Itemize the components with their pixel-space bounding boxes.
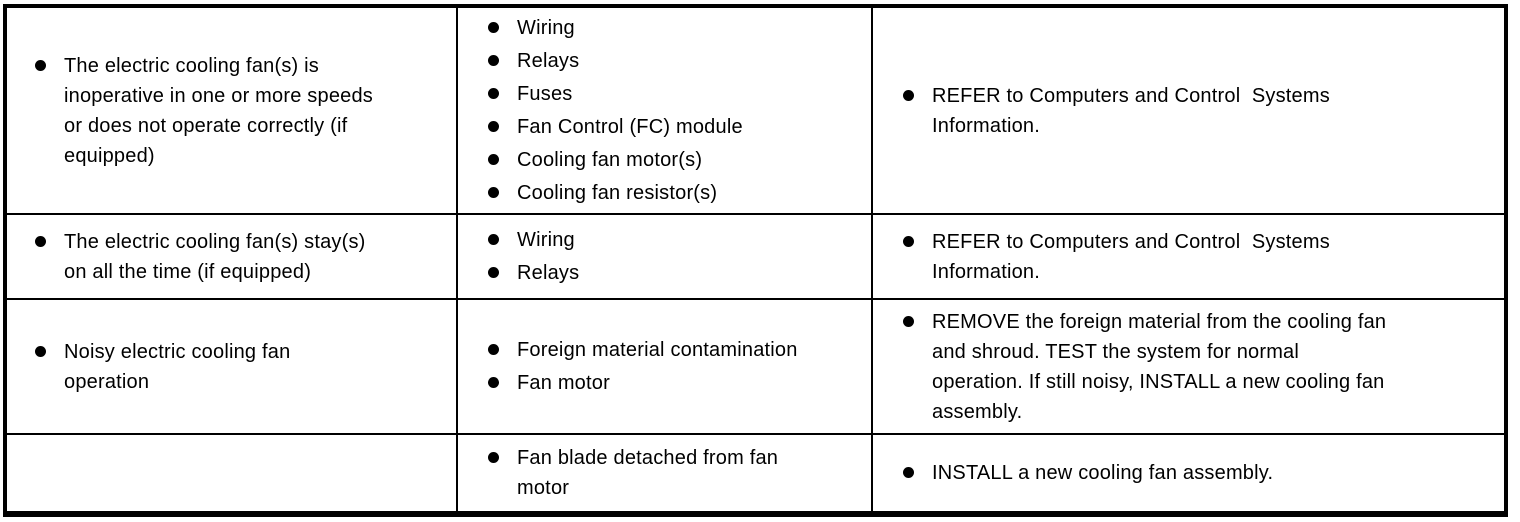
- source-text: Fuses: [517, 83, 573, 105]
- source-text: Wiring: [517, 229, 575, 251]
- bullet-icon: [488, 22, 499, 33]
- action-text: REFER to Computers and Control Systems I…: [932, 230, 1330, 283]
- condition-text: The electric cooling fan(s) is inoperati…: [64, 54, 374, 167]
- source-text: Fan motor: [517, 372, 610, 394]
- action-text: REMOVE the foreign material from the coo…: [932, 310, 1387, 423]
- cell-sources-row4: Fan blade detached from fan motor: [458, 435, 873, 511]
- bullet-icon: [488, 377, 499, 388]
- source-item: Fuses: [488, 79, 867, 109]
- diagnostic-table: The electric cooling fan(s) is inoperati…: [3, 4, 1508, 517]
- bullet-icon: [488, 452, 499, 463]
- action-item: REFER to Computers and Control Systems I…: [903, 81, 1500, 141]
- bullet-icon: [488, 234, 499, 245]
- condition-item: The electric cooling fan(s) stay(s) on a…: [35, 227, 452, 287]
- condition-text: The electric cooling fan(s) stay(s) on a…: [64, 230, 366, 283]
- source-text: Wiring: [517, 17, 575, 39]
- bullet-icon: [35, 345, 46, 357]
- action-item: INSTALL a new cooling fan assembly.: [903, 458, 1500, 488]
- source-item: Foreign material contamination: [488, 335, 867, 365]
- bullet-icon: [488, 154, 499, 165]
- source-item: Relays: [488, 46, 867, 76]
- source-item: Fan Control (FC) module: [488, 112, 867, 142]
- condition-item: Noisy electric cooling fan operation: [35, 337, 452, 397]
- condition-item: The electric cooling fan(s) is inoperati…: [35, 51, 452, 171]
- cell-action-row1: REFER to Computers and Control Systems I…: [873, 8, 1504, 215]
- cell-sources-row1: Wiring Relays Fuses Fan Control (FC) mod…: [458, 8, 873, 215]
- bullet-icon: [903, 89, 914, 101]
- source-item: Wiring: [488, 225, 867, 255]
- action-item: REFER to Computers and Control Systems I…: [903, 227, 1500, 287]
- source-item: Wiring: [488, 13, 867, 43]
- bullet-icon: [903, 235, 914, 247]
- cell-condition-row4: [7, 435, 458, 511]
- cell-condition-row2: The electric cooling fan(s) stay(s) on a…: [7, 215, 458, 300]
- action-item: REMOVE the foreign material from the coo…: [903, 307, 1500, 427]
- bullet-icon: [488, 187, 499, 198]
- bullet-icon: [488, 88, 499, 99]
- source-text: Foreign material contamination: [517, 339, 798, 361]
- bullet-icon: [488, 121, 499, 132]
- action-text: REFER to Computers and Control Systems I…: [932, 84, 1330, 137]
- bullet-icon: [35, 59, 46, 71]
- bullet-icon: [488, 267, 499, 278]
- bullet-icon: [903, 315, 914, 327]
- source-item: Cooling fan motor(s): [488, 145, 867, 175]
- bullet-icon: [488, 55, 499, 66]
- source-item: Fan motor: [488, 368, 867, 398]
- cell-action-row4: INSTALL a new cooling fan assembly.: [873, 435, 1504, 511]
- bullet-icon: [35, 235, 46, 247]
- condition-text: Noisy electric cooling fan operation: [64, 340, 291, 393]
- source-text: Relays: [517, 50, 580, 72]
- source-item: Fan blade detached from fan motor: [488, 443, 867, 503]
- bullet-icon: [903, 467, 914, 478]
- source-text: Relays: [517, 262, 580, 284]
- cell-condition-row1: The electric cooling fan(s) is inoperati…: [7, 8, 458, 215]
- action-text: INSTALL a new cooling fan assembly.: [932, 462, 1274, 484]
- cell-action-row3: REMOVE the foreign material from the coo…: [873, 300, 1504, 435]
- cell-sources-row2: Wiring Relays: [458, 215, 873, 300]
- source-text: Cooling fan motor(s): [517, 149, 703, 171]
- cell-condition-row3: Noisy electric cooling fan operation: [7, 300, 458, 435]
- source-item: Cooling fan resistor(s): [488, 178, 867, 208]
- source-text: Cooling fan resistor(s): [517, 182, 718, 204]
- cell-sources-row3: Foreign material contamination Fan motor: [458, 300, 873, 435]
- source-item: Relays: [488, 258, 867, 288]
- source-text: Fan Control (FC) module: [517, 116, 743, 138]
- bullet-icon: [488, 344, 499, 355]
- source-text: Fan blade detached from fan motor: [517, 447, 779, 499]
- cell-action-row2: REFER to Computers and Control Systems I…: [873, 215, 1504, 300]
